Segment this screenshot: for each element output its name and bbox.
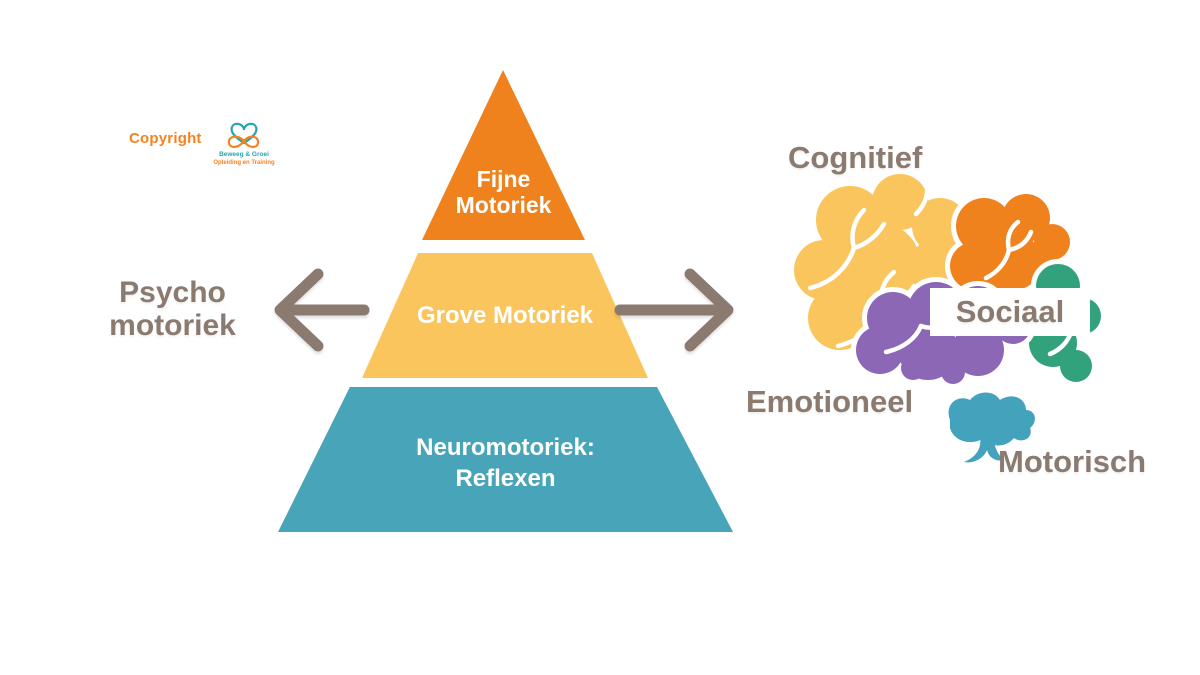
parietal-lobe-fissures — [983, 219, 1034, 281]
logo-name: Beweeg & Groei — [219, 151, 269, 158]
sociaal-label: Sociaal — [955, 294, 1065, 329]
pyramid-level-label: Fijne Motoriek — [455, 166, 552, 218]
pyramid-level-fine-motor: Fijne Motoriek — [422, 70, 585, 240]
copyright-label: Copyright — [129, 130, 202, 147]
psychomotor-label: Psycho motoriek — [90, 276, 255, 342]
right-arrow-icon — [614, 268, 734, 352]
sociaal-label-box: Sociaal — [930, 288, 1090, 336]
logo-heart-infinity-icon — [227, 122, 260, 148]
pyramid-level-neuromotor: Neuromotoriek: Reflexen — [278, 387, 733, 532]
pyramid-level-label: Grove Motoriek — [416, 301, 594, 329]
logo: Beweeg & Groei Opleiding en Training — [204, 119, 284, 167]
logo-tagline: Opleiding en Training — [213, 160, 275, 166]
cognitief-label: Cognitief — [788, 140, 923, 175]
emotioneel-label: Emotioneel — [746, 384, 914, 419]
pyramid-level-label: Neuromotoriek: Reflexen — [416, 433, 595, 492]
left-arrow-icon — [274, 268, 370, 352]
pyramid-level-gross-motor: Grove Motoriek — [362, 253, 648, 378]
psychomotor-label-line1: Psycho — [119, 276, 226, 309]
motorisch-label: Motorisch — [998, 444, 1147, 479]
psychomotor-label-line2: motoriek — [109, 309, 236, 342]
